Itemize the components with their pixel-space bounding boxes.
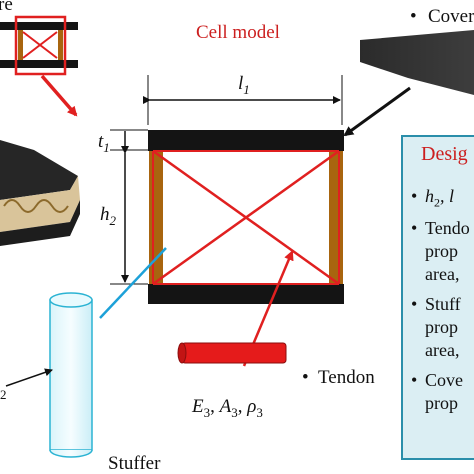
tendon-cylinder xyxy=(177,342,287,364)
design-panel-title: Desig xyxy=(421,143,468,165)
carbon-panel-image xyxy=(0,140,80,246)
design-variables-panel: Desig •h2, l •Tendo prop area, •Stuff pr… xyxy=(401,135,474,460)
covering-bullet: • xyxy=(410,6,417,27)
design-item-stuffer: •Stuff prop area, xyxy=(411,294,461,360)
top-covering-bar xyxy=(148,130,344,151)
l1-label: l1 xyxy=(238,73,250,97)
cell-model xyxy=(148,130,344,304)
design-item-dimensions: •h2, l xyxy=(411,186,455,210)
t1-label: t1 xyxy=(98,131,110,155)
right-stuffer xyxy=(329,151,343,284)
covering-arrow xyxy=(343,86,411,137)
cell-model-title: Cell model xyxy=(196,22,280,43)
tendon-diagonal-2 xyxy=(152,149,340,286)
stuffer-cylinder xyxy=(49,292,93,458)
sandwich-thumbnail xyxy=(0,15,78,76)
thumbnail-to-cell-arrow xyxy=(40,74,78,117)
bottom-covering-bar xyxy=(148,284,344,304)
stuffer-label: Stuffer xyxy=(108,453,161,474)
design-item-tendon: •Tendo prop area, xyxy=(411,218,470,284)
covering-image xyxy=(360,30,474,95)
stuffer-property-arrow xyxy=(5,368,53,387)
h2-label: h2 xyxy=(100,204,117,228)
covering-label: Covering xyxy=(428,6,474,27)
top-left-fragment-label: re xyxy=(0,0,13,15)
tendon-bullet: • xyxy=(302,367,309,388)
stuffer-callout-line xyxy=(99,247,167,319)
tendon-properties: E3, A3, ρ3 xyxy=(191,396,263,420)
stuffer-property-fragment: 2 xyxy=(0,387,7,402)
tendon-label: Tendon xyxy=(318,367,375,388)
design-item-covering: •Cove prop xyxy=(411,370,463,413)
cell-selection-box xyxy=(14,15,67,76)
